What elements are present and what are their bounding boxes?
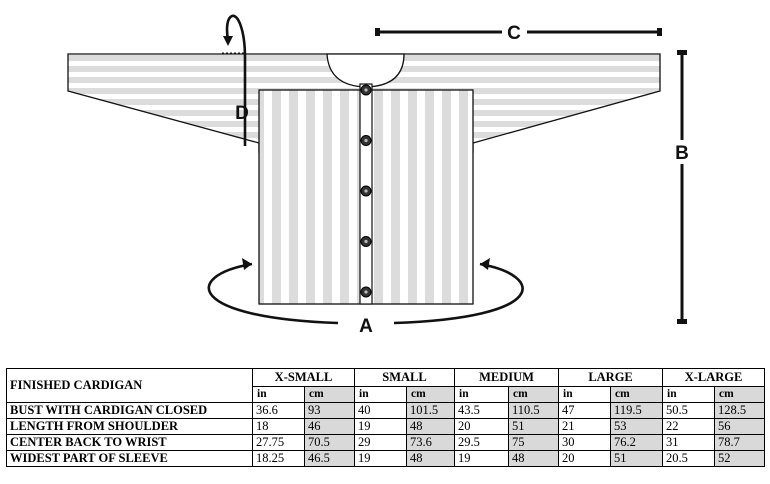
buttons	[360, 84, 372, 298]
row-label: CENTER BACK TO WRIST	[6, 434, 253, 451]
size-header: X-LARGE	[662, 368, 766, 387]
table-cell: 40	[354, 402, 407, 419]
table-title: FINISHED CARDIGAN	[6, 368, 253, 403]
table-cell: 51	[610, 450, 664, 467]
unit-cm: cm	[508, 386, 560, 403]
measure-a: A	[207, 258, 524, 337]
table-cell: 21	[558, 418, 612, 435]
table-cell: 31	[662, 434, 716, 451]
table-cell: 56	[714, 418, 766, 435]
label-b: B	[675, 143, 689, 164]
button-hole	[364, 290, 368, 294]
row-label: WIDEST PART OF SLEEVE	[6, 450, 253, 467]
table-cell: 119.5	[610, 402, 664, 419]
size-header: SMALL	[353, 368, 456, 387]
button-hole	[364, 239, 368, 244]
table-cell: 29	[354, 434, 407, 451]
unit-in: in	[454, 386, 510, 403]
table-cell: 52	[714, 450, 766, 467]
table-cell: 19	[354, 418, 407, 435]
row-label: BUST WITH CARDIGAN CLOSED	[6, 402, 253, 419]
size-header: MEDIUM	[454, 368, 560, 387]
cardigan-schematic: A B C D	[67, 14, 689, 337]
measure-c: C	[375, 23, 662, 44]
table-cell: 48	[405, 450, 456, 467]
table-cell: 19	[354, 450, 407, 467]
table-cell: 47	[558, 402, 612, 419]
size-header: LARGE	[558, 368, 664, 387]
measure-d: D	[222, 14, 249, 146]
unit-in: in	[354, 386, 407, 403]
table-cell: 101.5	[405, 402, 456, 419]
table-cell: 128.5	[714, 402, 766, 419]
table-cell: 75	[508, 434, 560, 451]
table-cell: 20	[558, 450, 612, 467]
button-hole	[364, 138, 368, 143]
table-cell: 20.5	[662, 450, 716, 467]
table-cell: 19	[454, 450, 510, 467]
unit-cm: cm	[304, 386, 355, 403]
label-a: A	[359, 316, 373, 337]
table-cell: 20	[454, 418, 510, 435]
unit-cm: cm	[714, 386, 766, 403]
table-cell: 22	[662, 418, 716, 435]
table-cell: 46	[304, 418, 355, 435]
unit-in: in	[662, 386, 716, 403]
table-cell: 50.5	[662, 402, 716, 419]
label-d: D	[235, 103, 249, 124]
measure-b: B	[675, 50, 689, 324]
table-cell: 93	[304, 402, 355, 419]
button-hole	[364, 88, 368, 92]
table-cell: 18	[252, 418, 305, 435]
table-cell: 18.25	[252, 450, 305, 467]
table-cell: 78.7	[714, 434, 766, 451]
table-cell: 73.6	[405, 434, 456, 451]
table-cell: 48	[405, 418, 456, 435]
unit-in: in	[252, 386, 305, 403]
table-cell: 76.2	[610, 434, 664, 451]
table-cell: 110.5	[508, 402, 560, 419]
unit-in: in	[558, 386, 612, 403]
table-cell: 43.5	[454, 402, 510, 419]
unit-cm: cm	[610, 386, 664, 403]
table-cell: 36.6	[252, 402, 305, 419]
size-header: X-SMALL	[252, 368, 355, 387]
table-cell: 29.5	[454, 434, 510, 451]
table-cell: 27.75	[252, 434, 305, 451]
button-hole	[364, 189, 368, 193]
unit-cm: cm	[405, 386, 456, 403]
label-c: C	[507, 23, 521, 44]
table-cell: 53	[610, 418, 664, 435]
table-cell: 51	[508, 418, 560, 435]
table-cell: 46.5	[304, 450, 355, 467]
table-cell: 70.5	[304, 434, 355, 451]
row-label: LENGTH FROM SHOULDER	[6, 418, 253, 435]
table-cell: 30	[558, 434, 612, 451]
table-cell: 48	[508, 450, 560, 467]
